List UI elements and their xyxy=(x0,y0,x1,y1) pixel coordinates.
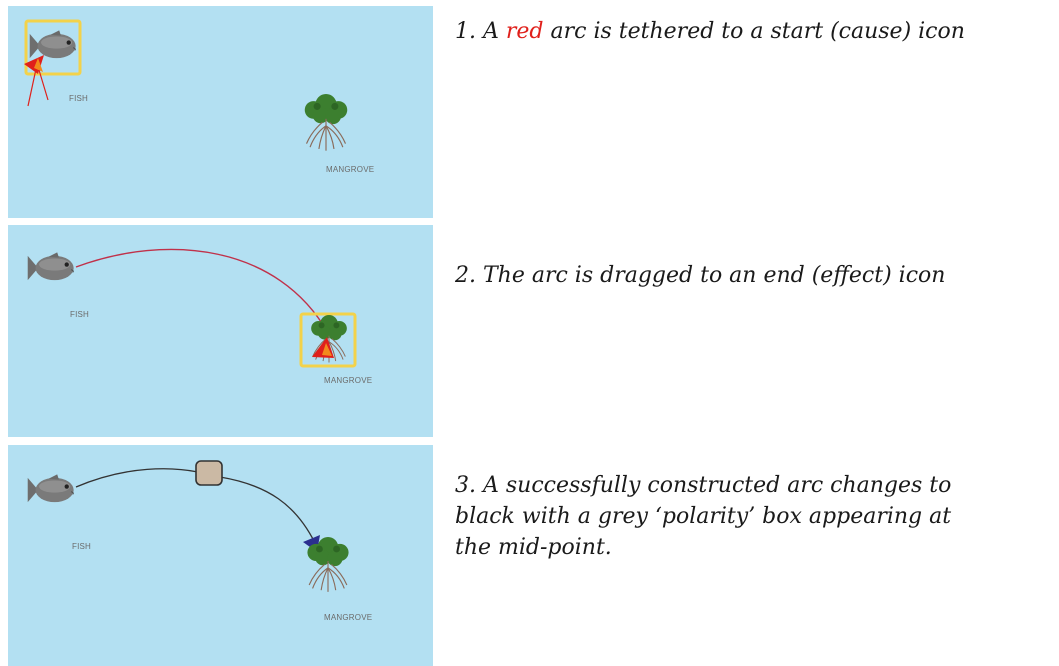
step-1-caption-after: arc is tethered to a start (cause) icon xyxy=(550,19,965,44)
effect-node-label: MANGROVE xyxy=(324,376,373,385)
cause-node-label: FISH xyxy=(69,94,89,103)
selection-highlight xyxy=(24,19,82,76)
polarity-box-icon[interactable] xyxy=(195,460,223,486)
tether-arc[interactable] xyxy=(27,68,37,107)
step-2-number: 2. xyxy=(455,263,476,288)
selection-highlight xyxy=(299,312,357,368)
step-3-caption-line-1: 3. A successfully constructed arc change… xyxy=(455,473,952,498)
step-2-caption-text: The arc is dragged to an end (effect) ic… xyxy=(483,263,946,288)
effect-node-label: MANGROVE xyxy=(326,165,375,174)
step-3-canvas xyxy=(27,460,350,593)
mangrove-tree-icon[interactable] xyxy=(306,537,350,593)
step-3-caption: 3. A successfully constructed arc change… xyxy=(455,470,951,563)
step-1-panel: FISH MANGROVE xyxy=(8,6,433,218)
tether-arc-secondary[interactable] xyxy=(38,69,49,101)
step-3-number: 3. xyxy=(455,473,476,498)
step-3-panel: FISH MANGROVE xyxy=(8,445,433,666)
step-1-caption: 1. A red arc is tethered to a start (cau… xyxy=(455,16,965,47)
cause-node-label: FISH xyxy=(70,310,90,319)
step-2-canvas xyxy=(27,248,357,368)
step-1-number: 1. xyxy=(455,19,476,44)
fish-icon[interactable] xyxy=(27,251,75,281)
red-arrowhead-icon xyxy=(24,55,44,74)
fish-icon[interactable] xyxy=(27,473,75,503)
dragged-arc[interactable] xyxy=(75,248,329,334)
step-1-caption-before: A xyxy=(483,19,499,44)
effect-node-label: MANGROVE xyxy=(324,613,373,622)
constructed-arc-second-half[interactable] xyxy=(219,476,316,544)
fish-icon[interactable] xyxy=(29,29,77,59)
step-1-canvas xyxy=(24,19,348,152)
step-2-panel: FISH MANGROVE xyxy=(8,225,433,437)
constructed-arc-first-half[interactable] xyxy=(75,468,199,488)
mangrove-tree-icon[interactable] xyxy=(304,94,348,152)
cause-node-label: FISH xyxy=(72,542,92,551)
step-1-caption-highlight: red xyxy=(505,19,544,44)
step-3-caption-line-2: black with a grey ‘polarity’ box appeari… xyxy=(455,504,952,529)
red-arrowhead-icon xyxy=(312,337,334,358)
step-2-caption: 2. The arc is dragged to an end (effect)… xyxy=(455,260,945,291)
step-3-caption-line-3: the mid-point. xyxy=(455,535,612,560)
